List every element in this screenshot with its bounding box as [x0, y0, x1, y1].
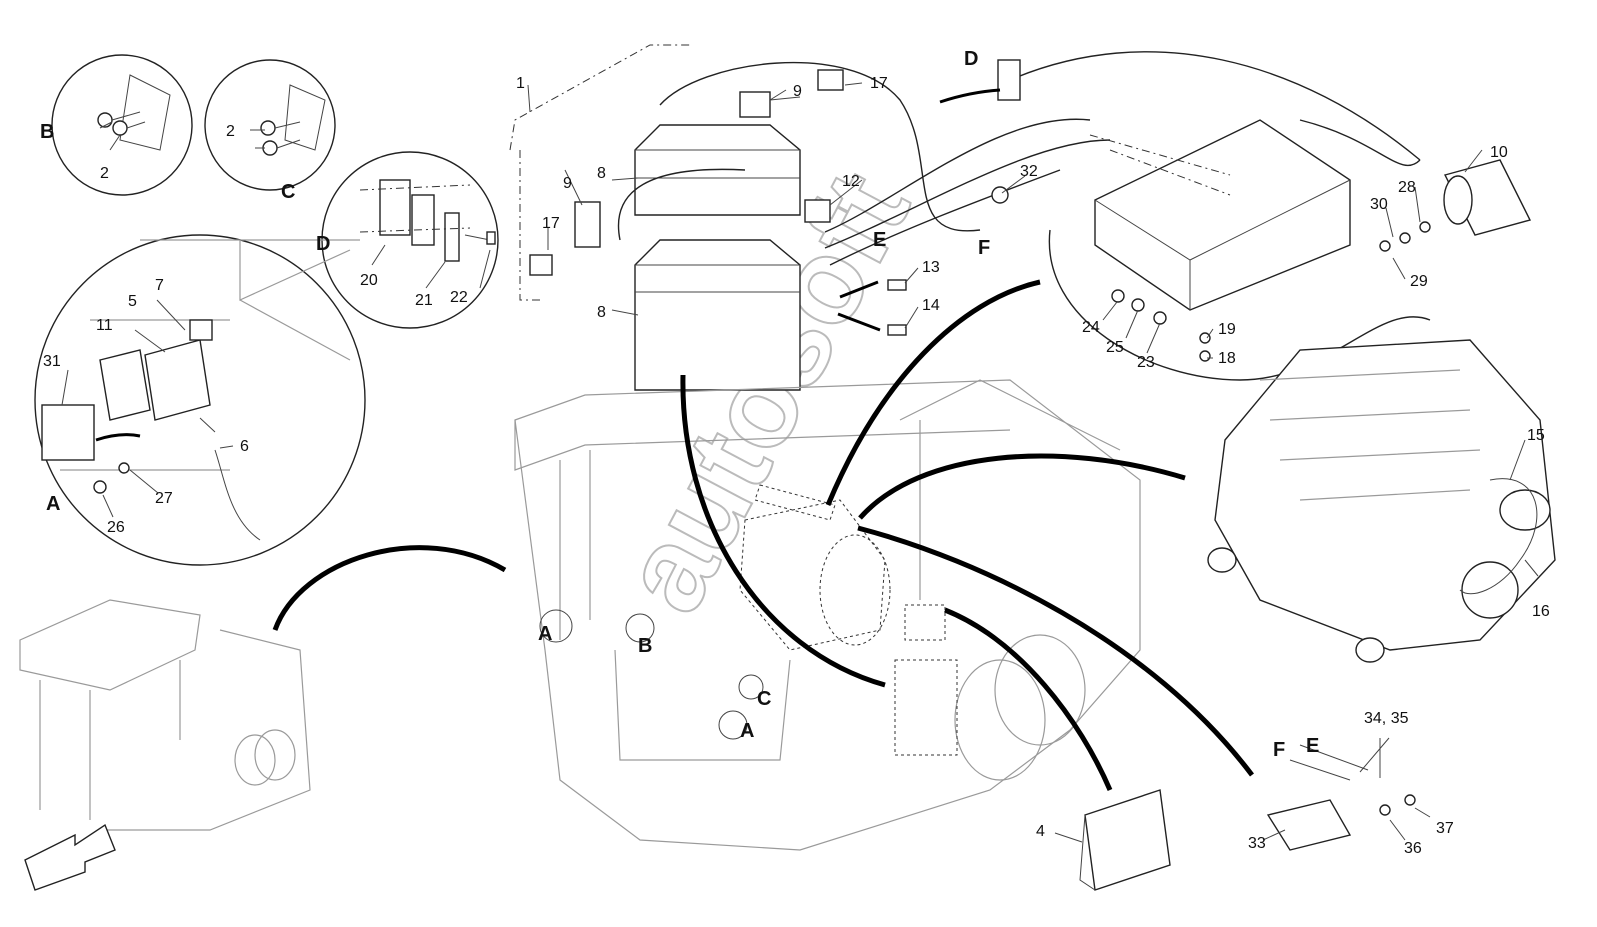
label-26: 26 [107, 519, 125, 536]
letter-a-mark1: A [538, 623, 552, 645]
label-9-top: 9 [793, 83, 802, 100]
plate-33 [1266, 744, 1416, 851]
label-31: 31 [43, 353, 61, 370]
view-letter-labels: B C D A D E F F E A B C A [40, 48, 1319, 761]
control-box [1048, 119, 1431, 381]
label-24: 24 [1082, 319, 1100, 336]
label-33: 33 [1248, 835, 1266, 852]
label-17-top: 17 [870, 75, 888, 92]
label-4: 4 [1036, 823, 1045, 840]
label-10: 10 [1490, 144, 1508, 161]
label-25: 25 [1106, 339, 1124, 356]
label-6: 6 [240, 438, 249, 455]
letter-b-detail: B [40, 121, 54, 143]
label-5: 5 [128, 293, 137, 310]
label-14: 14 [922, 297, 940, 314]
part-number-labels: 1 9 17 9 8 17 8 12 13 14 32 10 28 30 29 … [43, 75, 1550, 857]
detail-b-circle [51, 54, 193, 196]
label-19: 19 [1218, 321, 1236, 338]
label-8-bottom: 8 [597, 304, 606, 321]
paver-machine [514, 379, 1141, 851]
label-2-c: 2 [226, 123, 235, 140]
label-22: 22 [450, 289, 468, 306]
label-13: 13 [922, 259, 940, 276]
label-36: 36 [1404, 840, 1422, 857]
detail-d-circle [321, 151, 499, 329]
label-8-top: 8 [597, 165, 606, 182]
detail-a-circle [34, 234, 366, 566]
letter-f-ref: F [978, 237, 990, 259]
watermark: autosoft [595, 151, 935, 632]
letter-f-plate: F [1273, 739, 1285, 761]
label-28: 28 [1398, 179, 1416, 196]
pointer-arrows [272, 88, 1254, 791]
letter-e-ref: E [873, 229, 886, 251]
label-29: 29 [1410, 273, 1428, 290]
detail-c-circle [204, 59, 336, 191]
label-12: 12 [842, 173, 860, 190]
letter-c-detail: C [281, 181, 295, 203]
label-20: 20 [360, 272, 378, 289]
label-37: 37 [1436, 820, 1454, 837]
label-34-35: 34, 35 [1364, 710, 1409, 727]
label-30: 30 [1370, 196, 1388, 213]
letter-e-plate: E [1306, 735, 1319, 757]
part-10-cylinder [1299, 119, 1532, 236]
leader-lines [61, 82, 1539, 843]
small-parts [887, 59, 1431, 362]
label-9-left: 9 [563, 175, 572, 192]
letter-b-mark: B [638, 635, 652, 657]
label-32: 32 [1020, 163, 1038, 180]
label-2-b: 2 [100, 165, 109, 182]
label-16: 16 [1532, 603, 1550, 620]
label-7: 7 [155, 277, 164, 294]
letter-a-mark2: A [740, 720, 754, 742]
engine [1207, 339, 1556, 663]
letter-d-ref: D [964, 48, 978, 70]
label-23: 23 [1137, 354, 1155, 371]
label-18: 18 [1218, 350, 1236, 367]
label-17-left: 17 [542, 215, 560, 232]
letter-d-detail: D [316, 233, 330, 255]
letter-a-detail: A [46, 493, 60, 515]
label-21: 21 [415, 292, 433, 309]
label-1: 1 [516, 75, 525, 92]
battery-group [509, 44, 1421, 391]
label-27: 27 [155, 490, 173, 507]
module-4 [1079, 789, 1171, 891]
label-15: 15 [1527, 427, 1545, 444]
letter-c-mark: C [757, 688, 771, 710]
paver-overview [19, 599, 311, 891]
label-11: 11 [96, 317, 113, 334]
